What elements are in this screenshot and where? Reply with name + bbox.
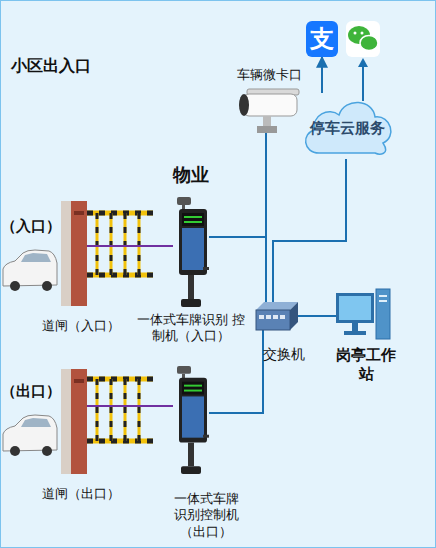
- connector-line: [87, 245, 173, 247]
- node-label: 停车云服务: [299, 119, 395, 138]
- node-label: 一体式车牌识别 控制机（入口）: [136, 312, 246, 345]
- car-exit: [3, 415, 57, 456]
- annotation-label: （入口）: [1, 217, 61, 236]
- network-switch: 交换机: [256, 302, 298, 330]
- barrier-fence-entry: [87, 213, 153, 275]
- connector-line: [209, 237, 266, 302]
- camera-symbol: 车辆微卡口: [233, 89, 301, 133]
- node-label: 交换机: [257, 346, 311, 364]
- connector-line: [87, 405, 173, 407]
- diagram-title: 小区出入口: [11, 56, 91, 76]
- annotation-label: （出口）: [1, 382, 61, 401]
- plate-controller: 一体式车牌识别 控制机（入口）: [173, 197, 209, 307]
- node-label: 一体式车牌 识别控制机 （出口）: [170, 491, 242, 540]
- connector-line: [321, 57, 323, 93]
- plate-controller-outline: [173, 366, 209, 474]
- workstation-outline: [336, 289, 392, 343]
- camera-symbol-outline: [233, 89, 301, 133]
- wechat-icon: [346, 21, 380, 57]
- barrier-gate-outline: [61, 369, 87, 474]
- barrier-fence-exit: [87, 379, 153, 441]
- node-label: 岗亭工作 站: [333, 346, 399, 384]
- alipay-icon: 支: [306, 21, 338, 57]
- node-label: 车辆微卡口: [219, 67, 319, 83]
- plate-controller-outline: [173, 197, 209, 307]
- cloud-shape: 停车云服务: [299, 93, 395, 159]
- network-switch-outline: [256, 302, 298, 330]
- barrier-gate-outline: [61, 201, 87, 306]
- car-entry: [3, 250, 57, 291]
- barrier-gate: 道闸（出口）: [61, 369, 87, 474]
- node-label: 支: [306, 21, 338, 57]
- plate-controller: 一体式车牌 识别控制机 （出口）: [173, 366, 209, 474]
- barrier-gate: 道闸（入口）: [61, 201, 87, 306]
- connector-line: [273, 159, 346, 302]
- node-label: 道闸（入口）: [36, 318, 126, 334]
- workstation: 岗亭工作 站: [336, 289, 392, 343]
- connector-line: [298, 315, 336, 317]
- node-label: 道闸（出口）: [36, 486, 126, 502]
- annotation-label: 物业: [173, 164, 209, 187]
- wechat-arrow: [358, 58, 368, 101]
